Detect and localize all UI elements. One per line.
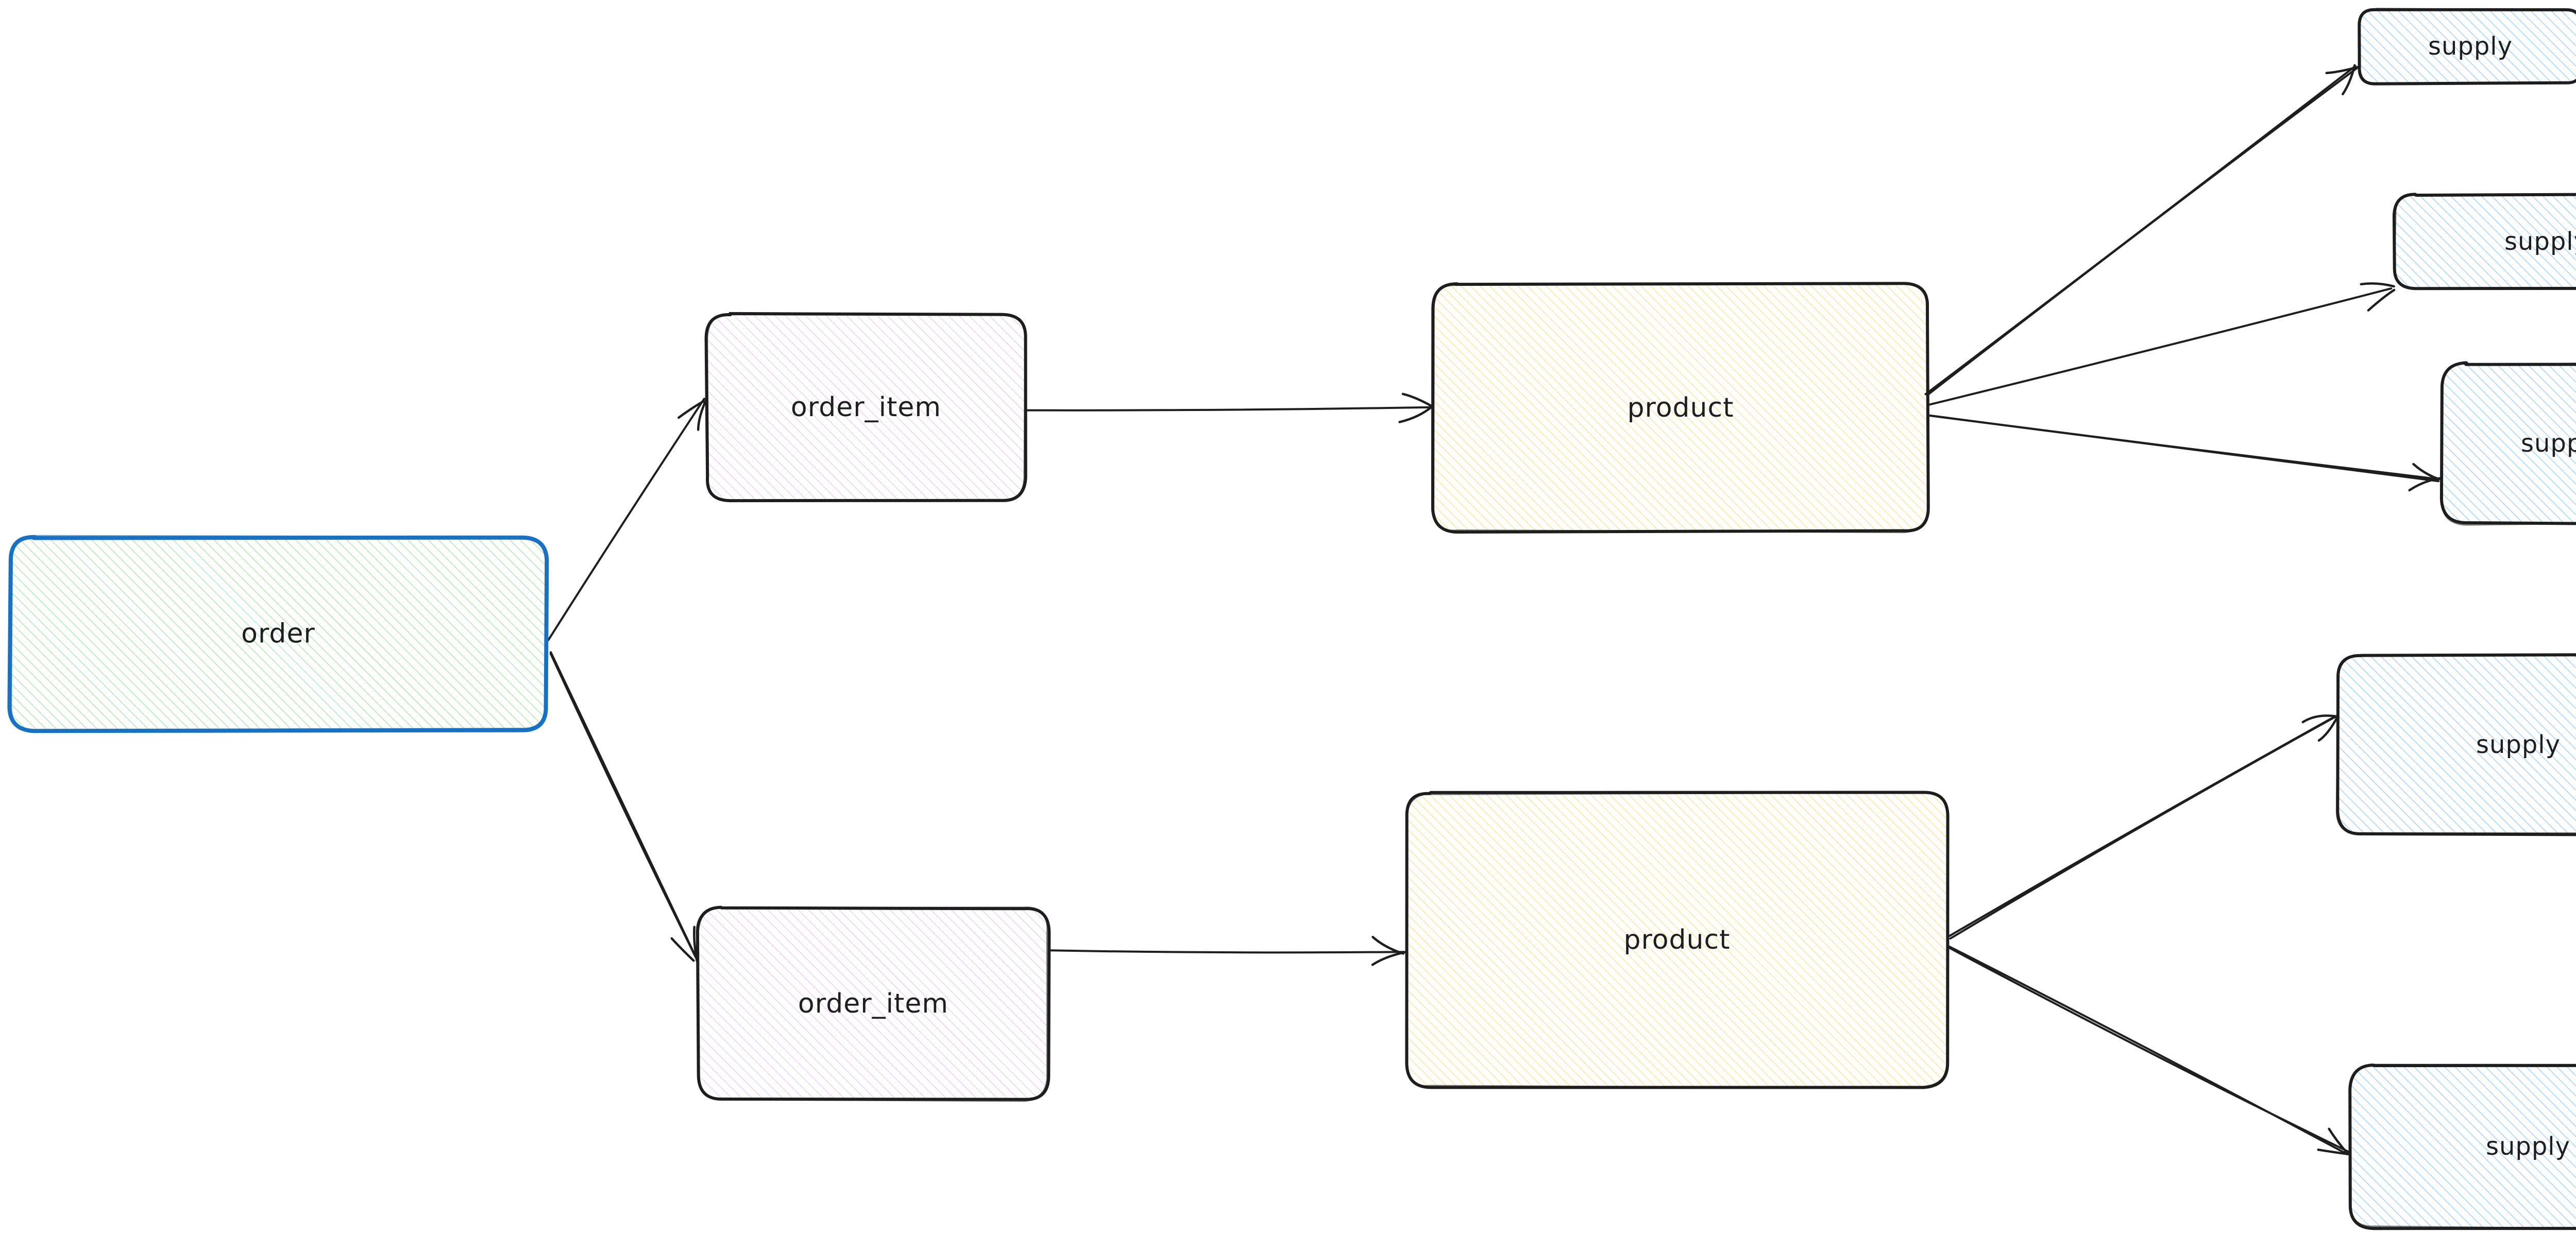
node-outline <box>10 535 548 731</box>
edge-order_item_bottom-to-product_bottom <box>1048 936 1407 966</box>
node-label-product_top: product <box>1627 392 1734 423</box>
edge-stroke <box>1948 715 2336 937</box>
edge-stroke <box>547 398 705 641</box>
node-label-supply_1: supply <box>2428 32 2513 61</box>
node-label-product_bottom: product <box>1623 924 1730 955</box>
node-fill-hatch <box>2394 194 2576 289</box>
node-fill-hatch <box>1433 284 1928 532</box>
node-supply_2[interactable]: supply <box>2392 193 2576 290</box>
edge-product_top-to-supply_2 <box>1928 282 2396 406</box>
edge-product_bottom-to-supply_4 <box>1948 714 2338 940</box>
nodes-layer: orderorder_itemorder_itemproductproducts… <box>7 8 2576 1230</box>
node-order[interactable]: order <box>7 535 549 733</box>
edge-stroke <box>1927 414 2440 483</box>
edge-stroke <box>1048 949 1405 954</box>
node-label-supply_5: supply <box>2486 1132 2570 1161</box>
arrowhead-barb <box>670 937 695 962</box>
node-supply_5[interactable]: supply <box>2348 1064 2576 1230</box>
node-outline <box>696 906 1048 1102</box>
arrowhead-barb <box>2360 282 2395 288</box>
node-outline <box>2441 362 2576 526</box>
arrowhead-barb <box>2328 1127 2349 1155</box>
arrowhead-barb <box>2408 476 2442 492</box>
node-outline <box>2349 1064 2576 1229</box>
arrowhead-barb <box>2342 64 2356 96</box>
node-fill-hatch <box>2350 1065 2576 1228</box>
arrowhead-barb <box>2301 714 2337 724</box>
edge-stroke <box>1948 946 2348 1155</box>
arrowhead-barb <box>1398 405 1433 423</box>
arrowhead-barb <box>677 400 705 419</box>
node-label-supply_4: supply <box>2476 730 2561 759</box>
node-outline <box>1405 792 1950 1089</box>
arrowhead-barb <box>2317 717 2338 742</box>
arrowhead-barb <box>2317 1149 2351 1156</box>
node-outline <box>2335 654 2576 834</box>
node-outline <box>706 312 1026 502</box>
node-supply_1[interactable]: supply <box>2358 8 2576 85</box>
edge-order-to-order_item_top <box>547 398 708 641</box>
edge-stroke <box>1924 65 2357 396</box>
node-label-order: order <box>241 619 315 649</box>
node-outline <box>2359 8 2576 84</box>
node-fill-hatch <box>698 907 1049 1100</box>
arrowhead-barb <box>1371 951 1407 966</box>
node-supply_4[interactable]: supply <box>2335 653 2576 836</box>
edge-order_item_top-to-product_top <box>1026 392 1434 423</box>
node-fill-hatch <box>2442 363 2576 524</box>
node-outline <box>1431 282 1930 534</box>
node-fill-hatch <box>707 314 1026 501</box>
node-order_item_bottom[interactable]: order_item <box>696 905 1051 1102</box>
arrowhead-barb <box>2367 288 2396 312</box>
edge-stroke <box>1949 715 2337 940</box>
arrowhead-barb <box>1401 392 1434 408</box>
node-label-order_item_bottom: order_item <box>798 988 948 1019</box>
node-label-supply_3: supply <box>2521 429 2576 458</box>
edge-stroke <box>1927 67 2358 396</box>
node-fill-hatch <box>10 537 546 731</box>
node-fill-hatch <box>2358 9 2576 84</box>
node-outline <box>2394 194 2576 290</box>
edge-product_top-to-supply_3 <box>1927 414 2442 492</box>
edge-stroke <box>1928 287 2393 406</box>
node-label-supply_2: supply <box>2504 227 2576 256</box>
node-outline <box>1433 283 1929 534</box>
node-label-order_item_top: order_item <box>791 392 941 423</box>
node-product_top[interactable]: product <box>1431 282 1930 534</box>
node-outline <box>2336 653 2576 836</box>
arrowhead-barb <box>697 398 708 431</box>
node-fill-hatch <box>2337 655 2576 834</box>
node-supply_3[interactable]: supply <box>2439 361 2576 526</box>
edge-stroke <box>549 653 698 960</box>
edge-product_top-to-supply_1 <box>1924 64 2359 396</box>
edge-stroke <box>1026 406 1433 412</box>
node-fill-hatch <box>1406 793 1947 1087</box>
edge-order-to-order_item_bottom <box>549 651 698 962</box>
edge-product_bottom-to-supply_5 <box>1948 946 2351 1156</box>
node-product_bottom[interactable]: product <box>1405 791 1950 1089</box>
edges-layer <box>547 64 2442 1156</box>
node-order_item_top[interactable]: order_item <box>704 312 1027 503</box>
